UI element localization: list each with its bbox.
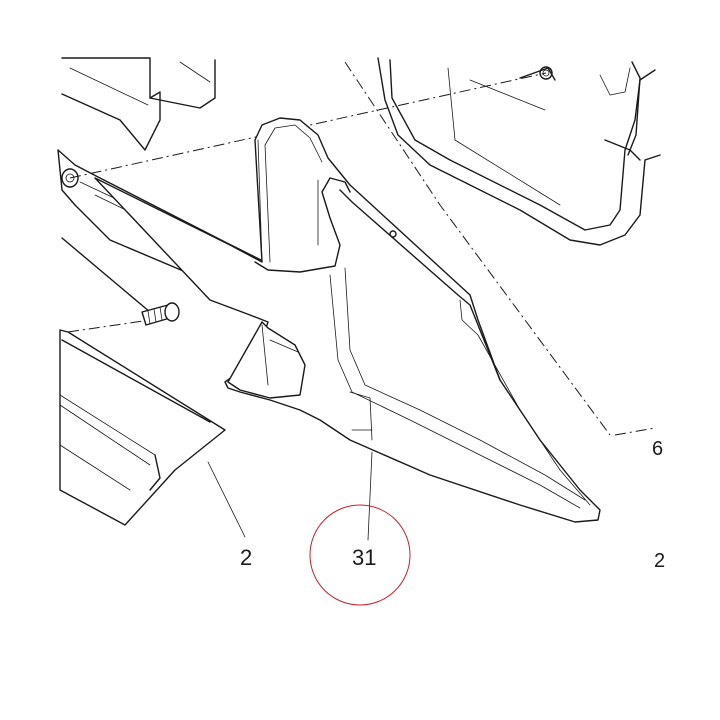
part-2-bracket [59, 329, 226, 526]
callout-2: 2 [240, 545, 252, 570]
alignment-lines [67, 61, 656, 436]
leader-lines [207, 451, 373, 541]
callout-31-highlight [309, 504, 411, 606]
leader-line-31 [367, 451, 373, 541]
upper-right-housing [377, 57, 661, 246]
screw [61, 237, 180, 326]
callout-edge-bottom: 2 [654, 550, 665, 572]
leader-line-2 [207, 461, 246, 538]
callout-edge-top: 6 [652, 438, 663, 460]
upper-left-bracket [61, 57, 216, 151]
callout-31: 31 [352, 545, 376, 570]
part-31-cover [94, 117, 601, 523]
